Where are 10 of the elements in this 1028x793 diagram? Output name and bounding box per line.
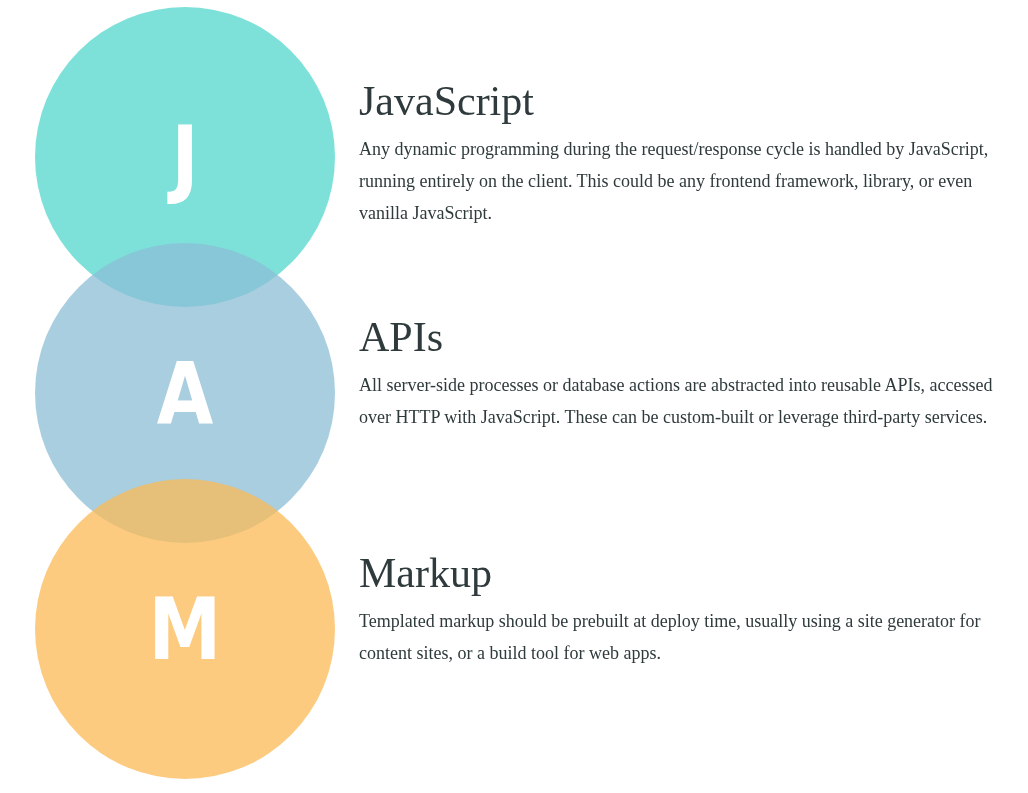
section-heading: APIs xyxy=(359,313,444,362)
section-heading: JavaScript xyxy=(359,77,534,126)
section-description: All server-side processes or database actions are abstracted into reusable APIs, accessed over HTTP with JavaScript. These can be custom-built or leverage third-party services. xyxy=(359,374,994,429)
circle-letter: M xyxy=(147,581,223,677)
circle-letter: A xyxy=(155,345,215,441)
section-description: Templated markup should be prebuilt at deploy time, usually using a site generator for content sites, or a build tool for web apps. xyxy=(359,610,982,665)
letter-circle xyxy=(35,479,335,779)
section-description: Any dynamic programming during the request/response cycle is handled by JavaScript, running entirely on the client. This could be any frontend framework, library, or even vanilla JavaScript. xyxy=(359,138,990,225)
section-heading: Markup xyxy=(359,549,492,598)
circle-letter: J xyxy=(134,109,236,205)
